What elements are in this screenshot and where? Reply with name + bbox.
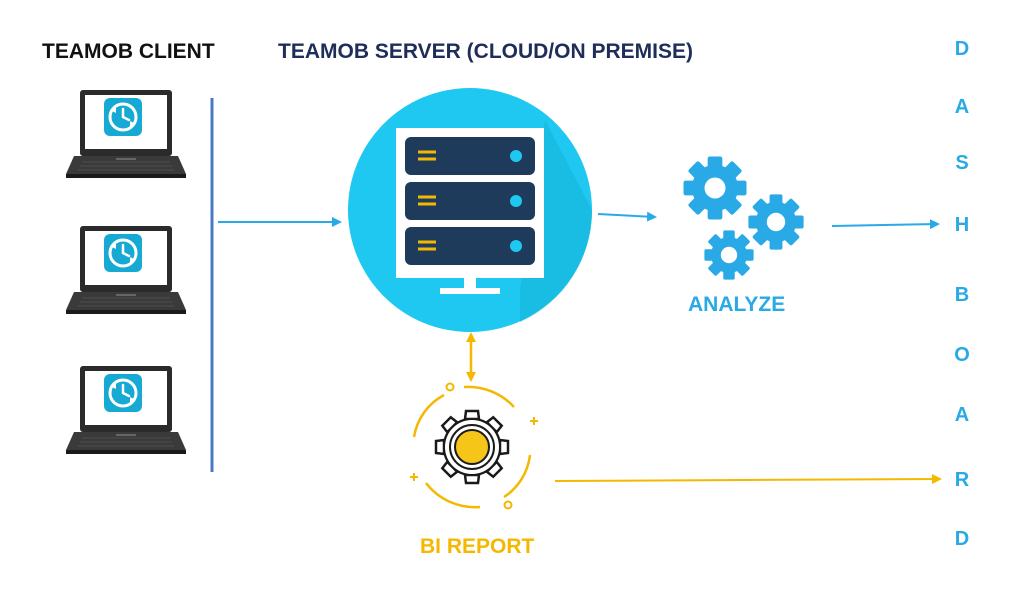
dashboard-letter: A xyxy=(954,96,970,118)
server-title: TEAMOB SERVER (CLOUD/ON PREMISE) xyxy=(278,40,693,64)
arrow-server-to-analyze xyxy=(597,211,657,222)
dashboard-letter: H xyxy=(954,214,970,236)
dashboard-letter: R xyxy=(954,469,970,491)
gear-cycle-icon xyxy=(410,382,538,510)
dashboard-letter: A xyxy=(954,404,970,426)
bi-report-label: BI REPORT xyxy=(420,535,535,558)
client-title: TEAMOB CLIENT xyxy=(42,40,215,63)
dashboard-letter: B xyxy=(954,284,970,306)
server-title-sub: (CLOUD/ON PREMISE) xyxy=(466,40,693,63)
gears-icon xyxy=(683,156,804,280)
dashboard-letter: D xyxy=(954,528,970,550)
analyze-label: ANALYZE xyxy=(688,293,786,316)
server-rack-icon xyxy=(348,88,593,332)
client-laptop-3 xyxy=(64,364,188,456)
arrow-bi-to-dashboard xyxy=(554,474,942,485)
dashboard-letter: O xyxy=(954,344,970,366)
dashboard-letter: D xyxy=(954,38,970,60)
server-title-main: TEAMOB SERVER xyxy=(278,40,467,63)
client-laptop-1 xyxy=(64,88,188,180)
arrow-analyze-to-dashboard xyxy=(831,219,940,230)
client-laptop-2 xyxy=(64,224,188,316)
dashboard-letter: S xyxy=(955,152,969,174)
